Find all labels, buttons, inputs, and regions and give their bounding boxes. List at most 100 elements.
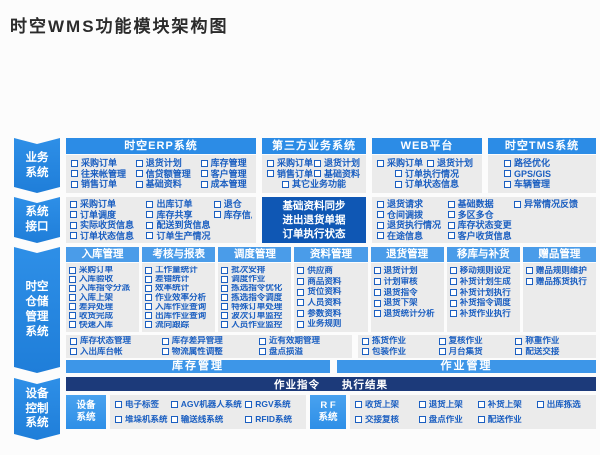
sidebar-label-wms-system: 时空 仓储 管理 系统 [14,247,60,373]
module-item: 信贷额管理 [136,169,201,179]
module-item: 补货计划执行 [450,288,517,298]
module-item: 基础资料 [314,169,361,179]
empty-cell [514,231,591,241]
module-item: 退货统计分析 [374,309,441,319]
module-item: 盘点作业 [419,415,478,425]
interface-sync-box: 基础资料同步 进出退货单据 订单执行状态 [262,197,366,243]
sidebar-label-device-control: 设备 控制 系统 [14,378,60,440]
web-platform-items: 采购订单退货计划 订单执行情况 订单状态信息 [372,155,482,193]
module-item: AGV机器人系统 [171,400,245,410]
module-item: 车辆管理 [504,179,591,189]
module-item: 订单调度 [70,210,146,220]
wms-column-gifts: 赠品管理 赠品规则维护赠品拣货执行 [522,247,596,332]
module-item: 出库作业查询 [145,312,212,320]
wms-column-title: 入库管理 [66,247,140,262]
module-item: RGV系统 [245,400,301,410]
wms-column-title: 考核与报表 [142,247,216,262]
module-item: 参数资料 [297,309,364,319]
module-item: 配送到货信息 [146,220,213,230]
module-item: 仓间调拨 [377,210,448,220]
module-item: 收货完成 [69,312,136,320]
module-item: 订单生产情况 [146,231,213,241]
module-item: 人员作业监控 [221,321,288,329]
sidebar-label-business-systems: 业务 系统 [14,138,60,193]
module-item: 退货计划 [136,158,201,168]
module-item: 输送线系统 [171,415,245,425]
module-item: 作业效率分析 [145,293,212,301]
module-item: 销售订单 [267,169,314,179]
module-item: 近有效期管理 [259,336,348,346]
module-item: 退货计划 [374,266,441,276]
inventory-group-items: 库存状态管理库存差异管理近有效期管理入出库台帐物流属性调整盘点损溢 [66,335,352,358]
module-item: 移动规则设定 [450,266,517,276]
module-item: 异常情况反馈 [514,199,591,209]
module-item: 计划审核 [374,277,441,287]
tms-panel-title: 时空TMS系统 [488,138,596,154]
module-item: 订单状态信息 [377,179,477,189]
wms-column-items: 赠品规则维护赠品拣货执行 [522,263,596,332]
module-item: 采购订单 [71,158,136,168]
module-item: 人员资料 [297,298,364,308]
module-item: 包装作业 [362,347,439,357]
module-item: 退仓 [214,199,252,209]
wms-column-items: 工作量统计差错统计效率统计作业效率分析入库作业查询出库作业查询流向跟踪 [142,263,216,332]
module-item: 拣选指令调度 [221,293,288,301]
module-item: 成本管理 [201,179,251,189]
module-item: 特殊订单处理 [221,303,288,311]
module-item: 采购订单 [69,266,136,274]
wms-column-title: 资料管理 [294,247,368,262]
module-item: 退货下架 [374,298,441,308]
module-item: 配送交接 [515,347,592,357]
module-item: 入库指令分派 [69,284,136,292]
wms-column-items: 供应商商品资料货位资料人员资料参数资料业务规则 [294,263,368,332]
operation-group-items: 拣货作业复核作业称重作业包装作业月台集货配送交接 [358,335,596,358]
module-item: 库存差异管理 [162,336,259,346]
interface-left-panel: 采购订单出库订单退仓订单调度库存共享库存信息实际收货信息配送到货信息订单状态信息… [66,197,256,243]
module-item: 电子标签 [115,400,171,410]
module-item: 物流属性调整 [162,347,259,357]
instruction-result-bar: 作业指令 执行结果 [66,377,596,391]
third-party-items: 采购订单退货计划销售订单基础资料 其它业务功能 [262,155,366,193]
erp-panel-title: 时空ERP系统 [66,138,256,154]
module-item: 赠品拣货执行 [526,277,593,287]
module-item: 复核作业 [439,336,516,346]
module-item: 出库订单 [146,199,213,209]
instruction-label: 作业指令 [274,378,320,391]
module-item: 拣选指令优化 [221,284,288,292]
wms-column-inbound: 入库管理 采购订单入库验收入库指令分派入库上架差异处理收货完成快速入库 [66,247,140,332]
module-item: 销售订单 [71,179,136,189]
module-item: 订单执行情况 [377,169,477,179]
module-item: 批次安排 [221,266,288,274]
result-label: 执行结果 [342,378,388,391]
module-item: 调度作业 [221,275,288,283]
module-item: 采购订单 [267,158,314,168]
third-party-panel-title: 第三方业务系统 [262,138,366,154]
wms-column-title: 赠品管理 [522,247,596,262]
module-item: 补货指令调度 [450,298,517,308]
module-item: GPS/GIS [504,169,591,179]
module-item: 入出库台帐 [70,347,162,357]
module-item: 采购订单 [70,199,146,209]
module-item: 库存管理 [201,158,251,168]
module-item: 差错统计 [145,275,212,283]
module-item: 客户收货信息 [448,231,514,241]
empty-cell [214,220,252,230]
erp-items: 采购订单退货计划库存管理往来帐管理信贷额管理客户管理销售订单基础资料成本管理 [66,155,256,193]
wms-column-items: 移动规则设定补货计划生成补货计划执行补货指令调度补货作业执行 [446,263,520,332]
module-item: 往来帐管理 [71,169,136,179]
module-item: 出库拣选 [537,400,591,410]
module-item: 月台集货 [439,347,516,357]
web-platform-panel-title: WEB平台 [372,138,482,154]
module-item: 供应商 [297,266,364,276]
module-item: 实际收货信息 [70,220,146,230]
module-item: 其它业务功能 [267,179,361,189]
inventory-management-bar: 库存管理 [66,360,330,373]
wms-column-items: 采购订单入库验收入库指令分派入库上架差异处理收货完成快速入库 [66,263,140,332]
wms-column-title: 调度管理 [218,247,292,262]
module-item: 收货上架 [355,400,419,410]
web-platform-grid: 采购订单退货计划 [377,158,477,168]
module-item: 多区多仓 [448,210,514,220]
sidebar-label-system-interface: 系统 接口 [14,197,60,243]
